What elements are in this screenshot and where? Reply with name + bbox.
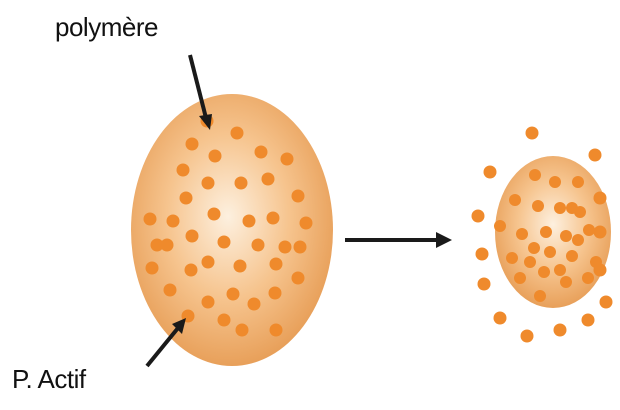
- active-particle: [532, 200, 544, 212]
- active-particle: [269, 287, 282, 300]
- active-particle: [554, 264, 566, 276]
- released-particle: [484, 166, 497, 179]
- active-particle: [243, 215, 256, 228]
- released-particle: [594, 192, 607, 205]
- released-particle: [594, 226, 607, 239]
- polymer-label: polymère: [55, 12, 158, 43]
- released-particle: [589, 149, 602, 162]
- active-particle: [218, 314, 231, 327]
- active-particle: [279, 241, 292, 254]
- active-particle: [208, 208, 221, 221]
- active-particle: [270, 258, 283, 271]
- released-particle: [554, 324, 567, 337]
- active-particle: [524, 256, 536, 268]
- released-particle: [472, 210, 485, 223]
- active-particle: [164, 284, 177, 297]
- active-particle: [262, 173, 275, 186]
- active-particle: [267, 212, 280, 225]
- active-ingredient-label: P. Actif: [12, 364, 86, 395]
- active-particle: [218, 236, 231, 249]
- active-particle: [202, 256, 215, 269]
- active-particle: [572, 176, 584, 188]
- active-particle: [582, 272, 594, 284]
- active-particle: [549, 176, 561, 188]
- released-particle: [478, 278, 491, 291]
- active-particle: [144, 213, 157, 226]
- active-particle: [538, 266, 550, 278]
- active-particle: [294, 241, 307, 254]
- active-particle: [300, 217, 313, 230]
- active-particle: [146, 262, 159, 275]
- active-particle: [177, 164, 190, 177]
- active-particle: [227, 288, 240, 301]
- active-particle: [560, 276, 572, 288]
- active-particle: [185, 264, 198, 277]
- active-particle: [161, 239, 174, 252]
- released-particle: [494, 312, 507, 325]
- released-particle: [600, 296, 613, 309]
- active-particle: [292, 272, 305, 285]
- active-particle: [167, 215, 180, 228]
- active-particle: [270, 324, 283, 337]
- active-particle: [235, 177, 248, 190]
- released-particle: [476, 248, 489, 261]
- active-particle: [209, 150, 222, 163]
- active-particle: [186, 230, 199, 243]
- active-particle: [292, 190, 305, 203]
- active-particle: [236, 324, 249, 337]
- active-particle: [516, 228, 528, 240]
- released-particle: [582, 314, 595, 327]
- released-particle: [526, 127, 539, 140]
- active-particle: [514, 272, 526, 284]
- active-particle: [248, 298, 261, 311]
- active-particle: [554, 202, 566, 214]
- active-particle: [544, 246, 556, 258]
- active-particle: [255, 146, 268, 159]
- active-particle: [186, 138, 199, 151]
- active-particle: [281, 153, 294, 166]
- released-particle: [594, 264, 607, 277]
- active-particle: [202, 296, 215, 309]
- active-particle: [566, 202, 578, 214]
- release-process-arrow: [345, 232, 452, 248]
- active-particle: [566, 250, 578, 262]
- active-particle: [560, 230, 572, 242]
- active-particle: [252, 239, 265, 252]
- active-particle: [583, 224, 595, 236]
- released-particle: [521, 330, 534, 343]
- active-particle: [529, 169, 541, 181]
- active-particle: [506, 252, 518, 264]
- active-particle: [180, 192, 193, 205]
- active-particle: [202, 177, 215, 190]
- active-particle: [494, 220, 506, 232]
- active-particle: [234, 260, 247, 273]
- active-particle: [509, 194, 521, 206]
- active-particle: [534, 290, 546, 302]
- active-particle: [231, 127, 244, 140]
- active-particle: [540, 226, 552, 238]
- active-particle: [528, 242, 540, 254]
- active-particle: [572, 234, 584, 246]
